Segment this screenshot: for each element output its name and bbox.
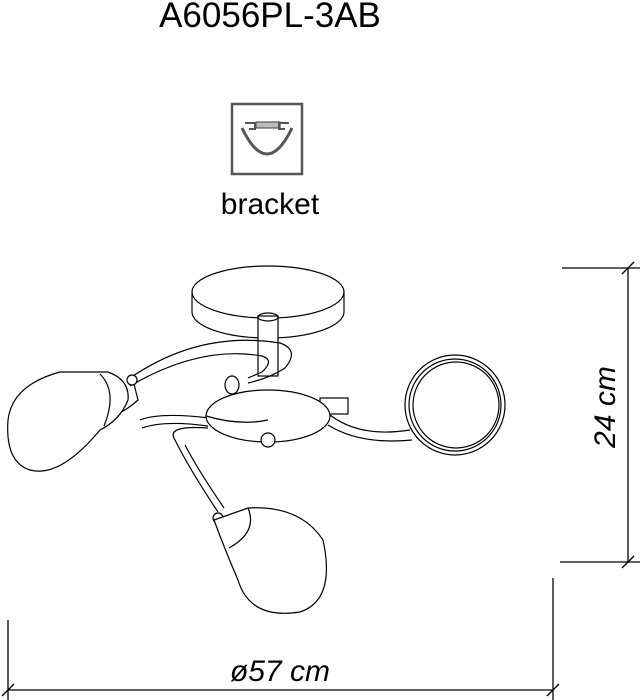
bracket-label: bracket bbox=[220, 188, 320, 221]
shade-right bbox=[404, 354, 506, 456]
width-dimension bbox=[1, 578, 560, 700]
model-title: A6056PL-3AB bbox=[159, 0, 381, 35]
arms bbox=[129, 339, 413, 513]
height-label: 24 cm bbox=[589, 366, 622, 448]
height-dimension bbox=[560, 261, 640, 569]
shade-bottom bbox=[212, 507, 327, 614]
canopy bbox=[191, 265, 345, 377]
shade-left bbox=[7, 371, 139, 472]
center-body bbox=[205, 389, 331, 448]
diameter-label: ø57 cm bbox=[229, 655, 331, 688]
bracket-icon bbox=[230, 102, 304, 176]
